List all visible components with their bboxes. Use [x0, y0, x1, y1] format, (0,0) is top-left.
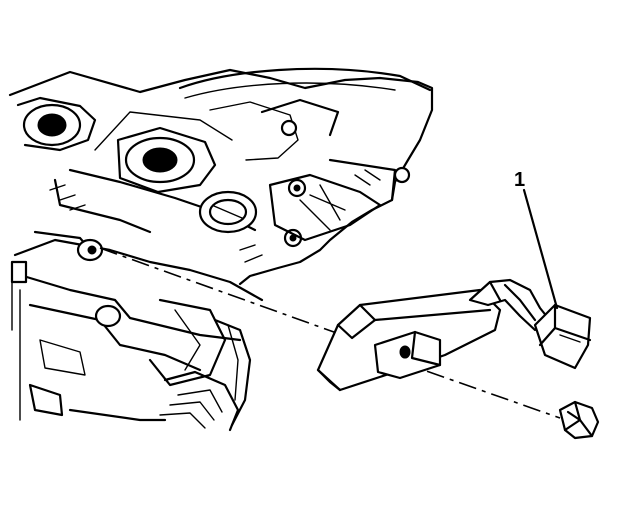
callout-1-leader: [522, 188, 559, 310]
engine-block: [8, 67, 434, 432]
bolt-centerline: [394, 359, 561, 419]
sensor-bracket: [316, 278, 550, 392]
sensor: [533, 303, 592, 370]
callout-1-label: 1: [514, 169, 525, 191]
bolt: [558, 400, 600, 440]
alignment-centerline: [99, 247, 346, 337]
